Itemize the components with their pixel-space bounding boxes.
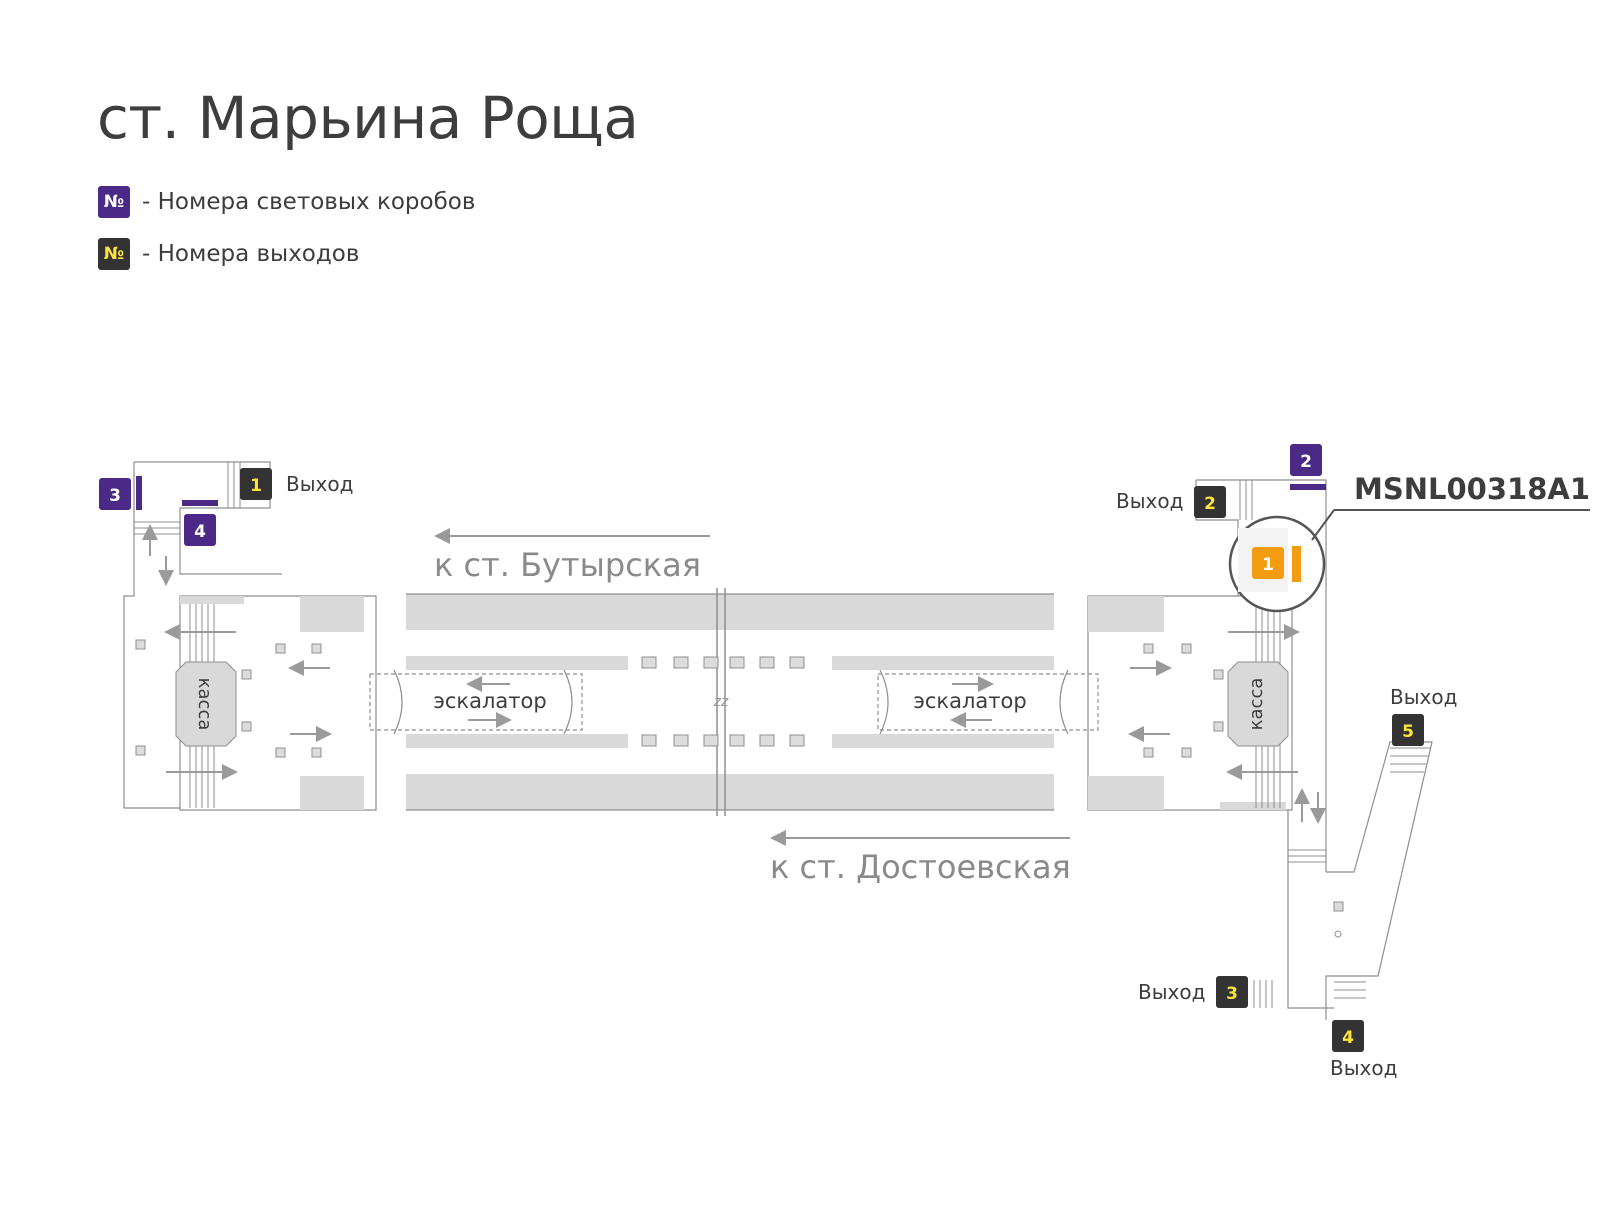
svg-text:4: 4 (1342, 1028, 1354, 1048)
platform-area: zz (369, 588, 1099, 816)
svg-text:4: 4 (194, 522, 206, 542)
lightbox-badge-4: 4 (184, 514, 216, 546)
exit-badge-4: 4 (1332, 1020, 1364, 1052)
exit-4-label: Выход (1330, 1056, 1397, 1080)
svg-text:1: 1 (1262, 555, 1274, 575)
exit-badge-1: 1 (240, 468, 272, 500)
svg-text:1: 1 (250, 476, 262, 496)
lightbox-legend-text: - Номера световых коробов (142, 189, 476, 215)
exit-badge-3: 3 (1216, 976, 1248, 1008)
ticket-office-left-label: касса (194, 678, 215, 731)
lightbox-badge-3: 3 (99, 478, 131, 510)
break-mark: zz (713, 694, 729, 710)
exit-2-label: Выход (1116, 489, 1183, 513)
exit-5-label: Выход (1390, 685, 1457, 709)
svg-text:2: 2 (1300, 452, 1312, 472)
exit-legend-badge: № (98, 238, 130, 270)
exit-3-label: Выход (1138, 980, 1205, 1004)
page-title: ст. Марьина Роща (97, 84, 639, 152)
lightbox-badge-2: 2 (1290, 444, 1322, 476)
right-vestibule: касса (1087, 479, 1590, 1020)
legend-exit: № - Номера выходов (98, 238, 359, 270)
exit-badge-5: 5 (1392, 714, 1424, 746)
highlight-code: MSNL00318A1 (1354, 472, 1590, 506)
legend-lightbox: № - Номера световых коробов (98, 186, 475, 218)
ticket-office-right-label: касса (1246, 678, 1267, 731)
escalator-left-label: эскалатор (433, 689, 546, 713)
lightbox-legend-badge: № (98, 186, 130, 218)
lightbox-badge-1-highlighted[interactable]: 1 (1252, 547, 1284, 579)
exit-badge-2: 2 (1194, 486, 1226, 518)
direction-dostoevskaya: к ст. Достоевская (770, 848, 1071, 886)
svg-text:5: 5 (1402, 722, 1414, 742)
svg-text:3: 3 (109, 486, 121, 506)
escalator-right-label: эскалатор (913, 689, 1026, 713)
svg-text:3: 3 (1226, 984, 1238, 1004)
direction-butyrskaya: к ст. Бутырская (434, 546, 701, 584)
svg-text:2: 2 (1204, 494, 1216, 514)
left-vestibule: касса (123, 461, 377, 811)
exit-legend-text: - Номера выходов (142, 241, 360, 267)
exit-1-label: Выход (286, 472, 353, 496)
